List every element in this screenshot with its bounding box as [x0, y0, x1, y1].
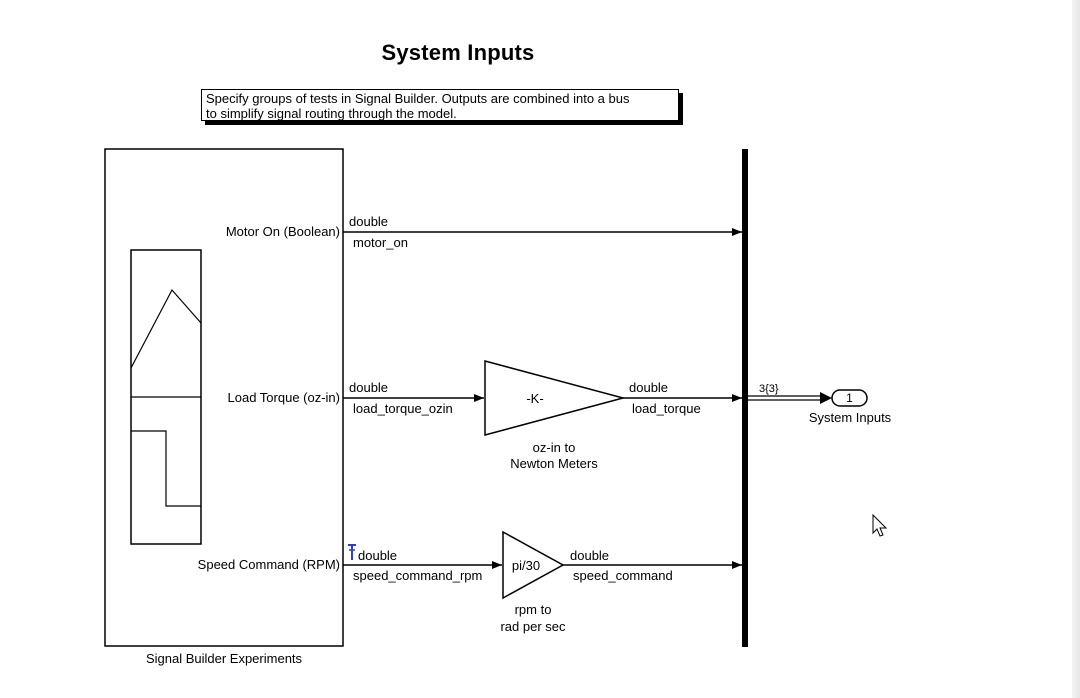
gain-torque-value: -K- [526, 391, 544, 406]
gain-torque-label-1: oz-in to [532, 440, 576, 455]
mouse-pointer-icon [872, 513, 888, 537]
bus-creator-bar[interactable] [742, 149, 748, 647]
outport-name: System Inputs [808, 410, 892, 425]
speed-command-type: double [570, 548, 610, 563]
outport-block[interactable] [831, 389, 868, 407]
gain-speed-label-1: rpm to [514, 602, 552, 617]
port-label-motor-on: Motor On (Boolean) [225, 224, 340, 239]
gain-torque-block[interactable] [484, 360, 626, 436]
gain-torque-label-2: Newton Meters [510, 456, 598, 471]
diagram-title: System Inputs [381, 40, 535, 65]
bus-output-line[interactable] [748, 392, 832, 404]
motor-on-type: double [349, 214, 389, 229]
motor-on-name[interactable]: motor_on [353, 235, 408, 250]
load-torque-ozin-type: double [349, 380, 389, 395]
port-label-speed-command: Speed Command (RPM) [197, 557, 340, 572]
load-torque-name[interactable]: load_torque [632, 401, 701, 416]
annotation-line-1: Specify groups of tests in Signal Builde… [206, 91, 630, 106]
signal-builder-name: Signal Builder Experiments [145, 651, 303, 666]
gain-speed-label-2: rad per sec [500, 619, 566, 634]
port-label-load-torque: Load Torque (oz-in) [227, 390, 341, 405]
signal-builder-icon [130, 249, 202, 545]
gain-speed-block[interactable] [502, 530, 565, 600]
gain-speed-value: pi/30 [511, 558, 541, 573]
speed-command-rpm-name[interactable]: speed_command_rpm [353, 568, 483, 583]
signal-property-marker-icon [348, 544, 356, 560]
speed-command-rpm-type: double [358, 548, 398, 563]
speed-command-name[interactable]: speed_command [573, 568, 673, 583]
annotation-box[interactable]: Specify groups of tests in Signal Builde… [201, 89, 679, 121]
load-torque-ozin-name[interactable]: load_torque_ozin [353, 401, 453, 416]
load-torque-type: double [629, 380, 669, 395]
annotation-line-2: to simplify signal routing through the m… [206, 106, 457, 121]
bus-width-label: 3{3} [759, 383, 779, 395]
outport-number: 1 [846, 391, 853, 405]
